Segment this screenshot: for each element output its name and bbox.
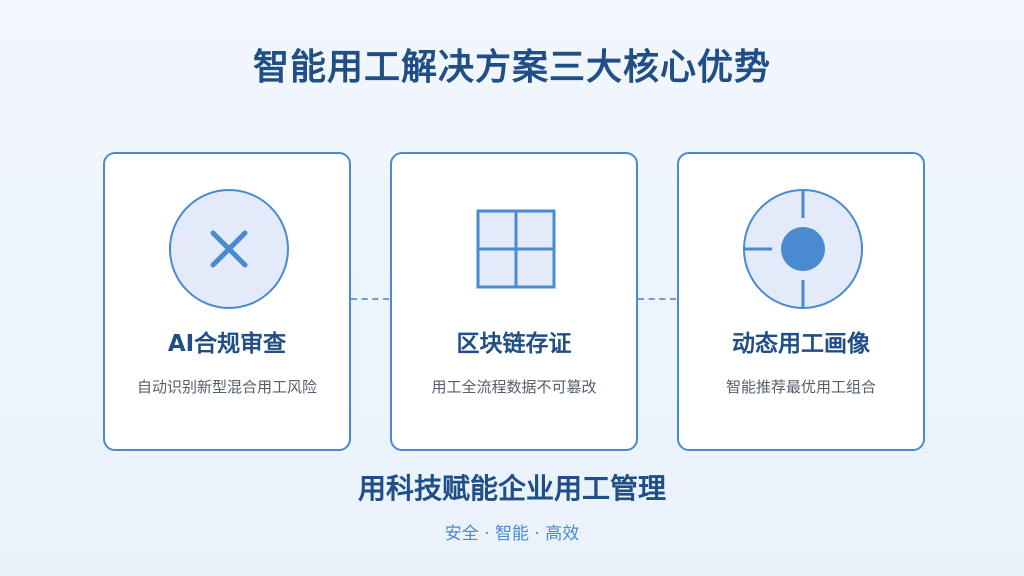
dashed-connector [351, 298, 389, 300]
card-dynamic-profile: 动态用工画像 智能推荐最优用工组合 [677, 152, 925, 451]
card-blockchain: 区块链存证 用工全流程数据不可篡改 [390, 152, 638, 451]
card-description: 自动识别新型混合用工风险 [136, 378, 317, 396]
card-description: 智能推荐最优用工组合 [725, 378, 876, 396]
card-title: 动态用工画像 [732, 331, 870, 357]
card-title: AI合规审查 [167, 331, 287, 357]
card-description: 用工全流程数据不可篡改 [431, 378, 597, 396]
card-title: 区块链存证 [456, 331, 572, 357]
target-crosshair-icon [742, 188, 864, 310]
dashed-connector [638, 298, 676, 300]
close-x-icon [168, 188, 290, 310]
grid-blocks-icon [455, 188, 577, 310]
subtagline: 安全 · 智能 · 高效 [444, 524, 580, 544]
page-title: 智能用工解决方案三大核心优势 [252, 47, 771, 88]
tagline: 用科技赋能企业用工管理 [357, 472, 666, 505]
card-ai-compliance: AI合规审查 自动识别新型混合用工风险 [103, 152, 351, 451]
